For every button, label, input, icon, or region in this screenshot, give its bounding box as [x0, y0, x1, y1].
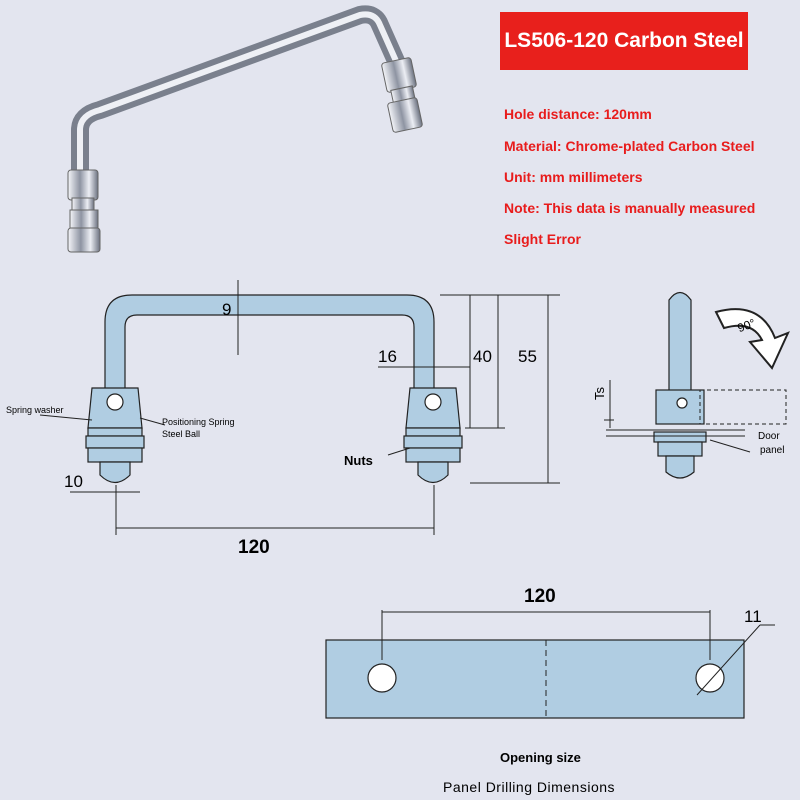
dim-height-inner: 40 — [473, 347, 492, 366]
label-door-line2: panel — [760, 445, 784, 456]
spec-note: Note: This data is manually measured — [504, 200, 756, 216]
label-door-line1: Door — [758, 431, 780, 442]
handle-photo — [67, 5, 423, 253]
spec-error: Slight Error — [504, 231, 582, 247]
dim-thickness: 9 — [222, 300, 231, 319]
dim-height-total: 55 — [518, 347, 537, 366]
label-ball-line2: Steel Ball — [162, 429, 200, 439]
label-ts: Ts — [592, 387, 607, 401]
side-view-body — [668, 291, 692, 396]
label-rotation: 90° — [735, 316, 757, 335]
panel-title: Panel Drilling Dimensions — [443, 779, 615, 795]
label-spring-washer: Spring washer — [6, 405, 64, 415]
label-nuts: Nuts — [344, 453, 373, 468]
dim-width: 16 — [378, 347, 397, 366]
dim-hole-distance: 120 — [238, 537, 270, 558]
panel-dim-hole-diameter: 11 — [744, 607, 762, 626]
spec-unit: Unit: mm millimeters — [504, 169, 643, 185]
dim-bolt: 10 — [64, 472, 83, 491]
panel-dim-hole-distance: 120 — [524, 586, 556, 607]
rotation-arrow — [714, 308, 790, 370]
spec-material: Material: Chrome-plated Carbon Steel — [504, 138, 755, 154]
product-title-banner: LS506-120 Carbon Steel — [500, 12, 748, 70]
label-ball-line1: Positioning Spring — [162, 417, 235, 427]
spec-hole-distance: Hole distance: 120mm — [504, 106, 652, 122]
panel-caption: Opening size — [500, 750, 581, 765]
